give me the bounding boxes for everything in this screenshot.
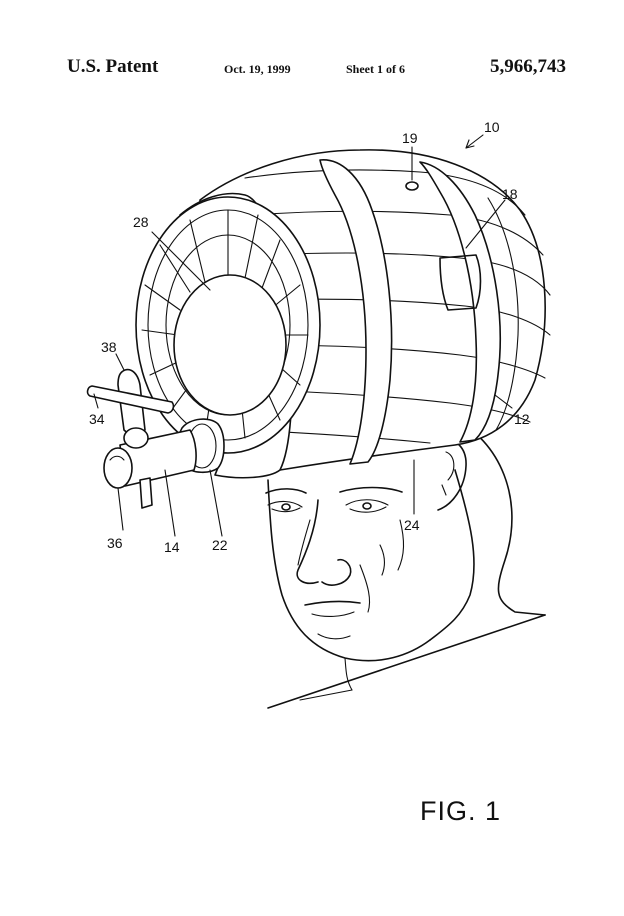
ref-19: 19 — [402, 130, 418, 146]
header-date: Oct. 19, 1999 — [224, 62, 291, 76]
head-outline — [267, 417, 546, 709]
ref-14: 14 — [164, 539, 180, 555]
header-patent-number: 5,966,743 — [490, 56, 566, 77]
barrel-hat — [135, 149, 551, 479]
ref-18: 18 — [502, 186, 518, 202]
face-features — [265, 486, 405, 640]
ref-12: 12 — [514, 411, 530, 427]
header-sheet-number: Sheet 1 of 6 — [346, 62, 405, 76]
ref-38: 38 — [101, 339, 117, 355]
header-title: U.S. Patent — [67, 56, 159, 77]
ref-28: 28 — [133, 214, 149, 230]
ref-10: 10 — [484, 119, 500, 135]
ref-22: 22 — [212, 537, 228, 553]
spigot-tap — [86, 368, 225, 509]
ref-34: 34 — [89, 411, 105, 427]
ref-36: 36 — [107, 535, 123, 551]
ref-24: 24 — [404, 517, 420, 533]
reference-numerals: 10 19 18 28 38 34 12 24 36 14 22 — [89, 119, 530, 555]
leader-lines — [93, 134, 513, 537]
figure-label: FIG. 1 — [420, 796, 501, 826]
